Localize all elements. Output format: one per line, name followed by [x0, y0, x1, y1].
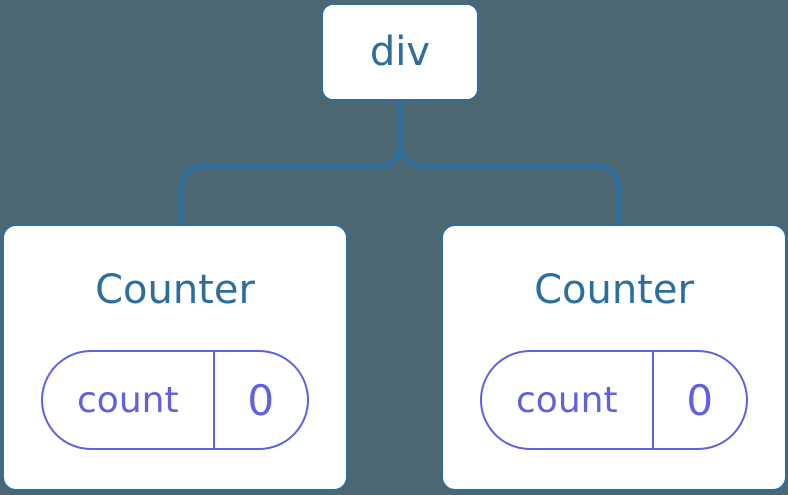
state-pill: count 0 — [480, 350, 748, 450]
tree-node-counter-left: Counter count 0 — [2, 224, 348, 491]
tree-node-counter-right: Counter count 0 — [441, 224, 787, 491]
state-key: count — [43, 352, 215, 448]
state-pill: count 0 — [41, 350, 309, 450]
state-value: 0 — [247, 375, 275, 425]
tree-node-div-label: div — [369, 29, 431, 75]
connector-branch-right — [397, 101, 622, 226]
component-title: Counter — [95, 267, 255, 313]
state-key: count — [482, 352, 654, 448]
connector-branch-left — [178, 101, 403, 226]
component-title: Counter — [534, 267, 694, 313]
state-value: 0 — [686, 375, 714, 425]
tree-node-div: div — [321, 3, 479, 101]
